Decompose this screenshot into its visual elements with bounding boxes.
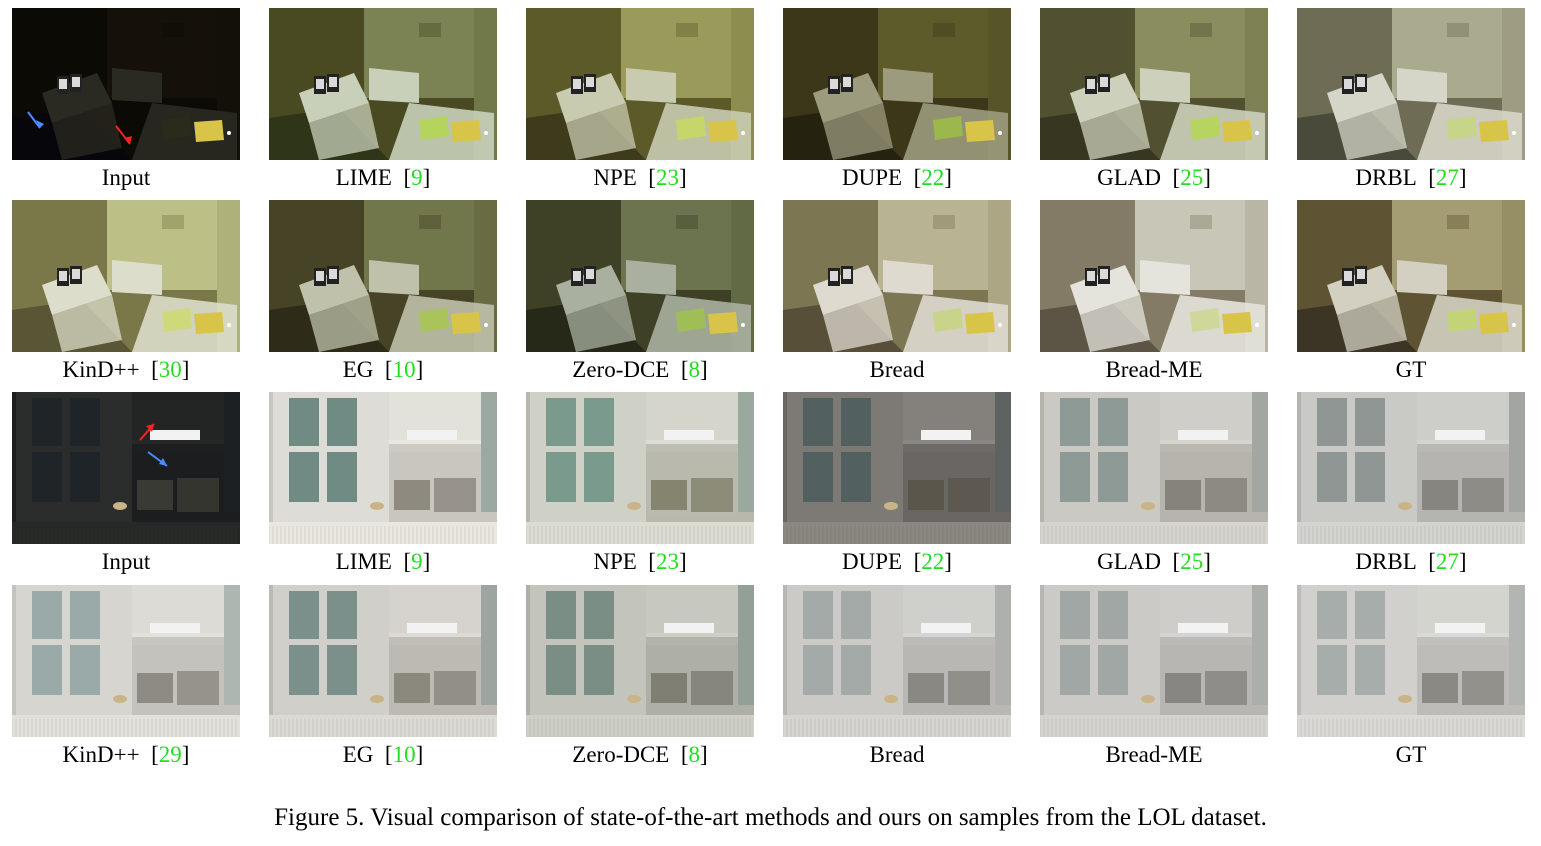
result-image-cabinet-drbl (1297, 392, 1525, 544)
method-label: Bread-ME (1105, 357, 1203, 382)
result-image-office-bread (783, 200, 1011, 352)
result-image-cabinet-dupe (783, 392, 1011, 544)
image-caption: NPE [23] (593, 165, 687, 190)
method-label: GT (1395, 742, 1427, 767)
result-image-office-gt (1297, 200, 1525, 352)
result-image-cabinet-lime (269, 392, 497, 544)
method-label: Bread (869, 357, 925, 382)
method-label: LIME (335, 165, 392, 190)
image-caption: DUPE [22] (842, 549, 952, 574)
result-image-cabinet-npe (526, 392, 754, 544)
image-caption: Bread-ME (1040, 357, 1268, 383)
citation-link[interactable]: 10 (392, 357, 416, 382)
image-caption: NPE [23] (593, 549, 687, 574)
method-label: DRBL (1355, 549, 1417, 574)
method-label: Bread (869, 742, 925, 767)
figure-caption: Figure 5. Visual comparison of state-of-… (274, 804, 1267, 831)
image-caption: GLAD [25] (1097, 165, 1211, 190)
result-image-cabinet-dark (12, 392, 240, 544)
result-image-cabinet-zero (526, 585, 754, 737)
citation-link[interactable]: 8 (688, 742, 701, 767)
image-caption: GT (1297, 357, 1525, 383)
image-caption: DRBL [27] (1355, 165, 1467, 190)
method-label: Zero-DCE (572, 742, 670, 767)
citation-link[interactable]: 9 (411, 549, 423, 574)
result-image-cabinet-breadme (1040, 585, 1268, 737)
image-caption: Bread (783, 357, 1011, 383)
image-caption: Bread (783, 742, 1011, 768)
result-image-cabinet-kind (12, 585, 240, 737)
result-image-cabinet-gt (1297, 585, 1525, 737)
result-image-cabinet-glad (1040, 392, 1268, 544)
result-image-cabinet-bread (783, 585, 1011, 737)
result-image-office-eg (269, 200, 497, 352)
image-caption: EG [10] (342, 357, 424, 382)
image-caption: Input (12, 549, 240, 575)
image-caption: DRBL [27] (1355, 549, 1467, 574)
image-caption: Bread-ME (1040, 742, 1268, 768)
result-image-office-drbl (1297, 8, 1525, 160)
citation-link[interactable]: 22 (921, 549, 945, 574)
result-image-office-npe (526, 8, 754, 160)
image-caption: DUPE [22] (842, 165, 952, 190)
image-caption: EG [10] (342, 742, 424, 767)
method-label: GLAD (1097, 165, 1162, 190)
citation-link[interactable]: 29 (158, 742, 182, 767)
citation-link[interactable]: 27 (1435, 165, 1459, 190)
method-label: LIME (335, 549, 392, 574)
image-caption: Input (12, 165, 240, 191)
image-caption: LIME [9] (335, 549, 431, 574)
method-label: Input (101, 165, 151, 190)
method-label: NPE (593, 549, 637, 574)
citation-link[interactable]: 27 (1435, 549, 1459, 574)
method-label: DRBL (1355, 165, 1417, 190)
citation-link[interactable]: 23 (655, 549, 679, 574)
result-image-office-breadme (1040, 200, 1268, 352)
method-label: Bread-ME (1105, 742, 1203, 767)
image-caption: GLAD [25] (1097, 549, 1211, 574)
method-label: DUPE (842, 549, 903, 574)
result-image-cabinet-eg (269, 585, 497, 737)
method-label: GLAD (1097, 549, 1162, 574)
image-caption: Zero-DCE [8] (572, 357, 708, 382)
citation-link[interactable]: 25 (1180, 549, 1204, 574)
result-image-office-zero (526, 200, 754, 352)
result-image-office-lime (269, 8, 497, 160)
citation-link[interactable]: 8 (688, 357, 701, 382)
method-label: EG (342, 357, 374, 382)
method-label: KinD++ (62, 742, 140, 767)
method-label: KinD++ (62, 357, 140, 382)
image-caption: GT (1297, 742, 1525, 768)
method-label: NPE (593, 165, 637, 190)
result-image-office-dupe (783, 8, 1011, 160)
citation-link[interactable]: 9 (411, 165, 423, 190)
result-image-office-dark (12, 8, 240, 160)
citation-link[interactable]: 23 (655, 165, 679, 190)
method-label: GT (1395, 357, 1427, 382)
image-caption: LIME [9] (335, 165, 431, 190)
image-caption: KinD++ [29] (62, 742, 190, 767)
result-image-office-kind (12, 200, 240, 352)
result-image-office-glad (1040, 8, 1268, 160)
method-label: DUPE (842, 165, 903, 190)
citation-link[interactable]: 30 (158, 357, 182, 382)
method-label: Zero-DCE (572, 357, 670, 382)
image-caption: KinD++ [30] (62, 357, 190, 382)
method-label: EG (342, 742, 374, 767)
method-label: Input (101, 549, 151, 574)
citation-link[interactable]: 10 (392, 742, 416, 767)
citation-link[interactable]: 22 (921, 165, 945, 190)
citation-link[interactable]: 25 (1180, 165, 1204, 190)
image-caption: Zero-DCE [8] (572, 742, 708, 767)
